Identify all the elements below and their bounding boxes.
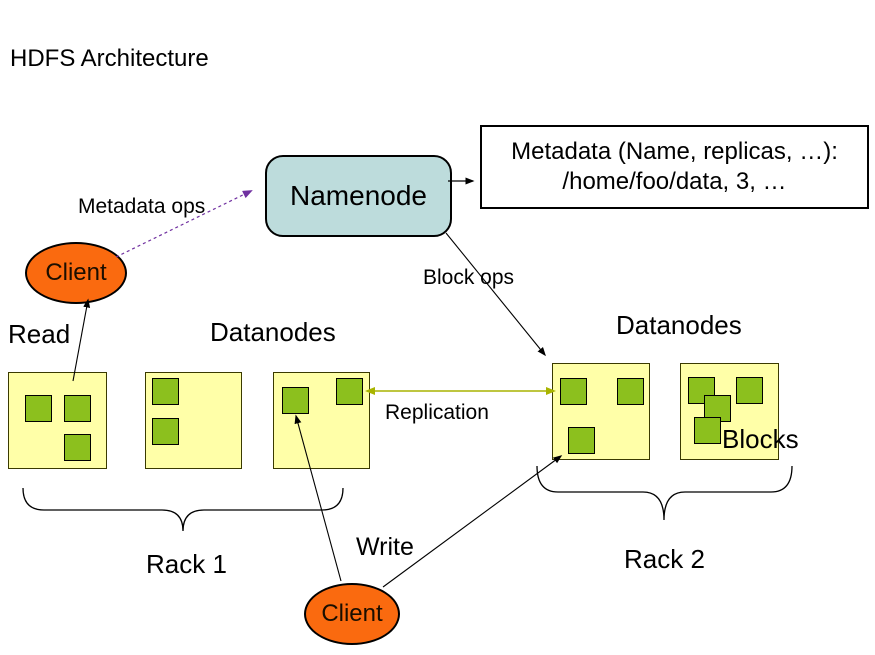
page-title: HDFS Architecture (10, 45, 209, 72)
client-bottom-label: Client (321, 600, 383, 627)
write-arrow-2 (382, 455, 563, 588)
datanode-box-1 (8, 372, 107, 469)
rack2-brace (536, 465, 793, 521)
block-square (560, 378, 587, 405)
block-square (336, 378, 363, 405)
rack1-brace (22, 487, 344, 532)
blocks-label: Blocks (722, 424, 799, 454)
block-ops-label: Block ops (423, 266, 515, 289)
block-square (694, 417, 721, 444)
block-square (617, 378, 644, 405)
namenode-node: Namenode (265, 155, 452, 237)
replication-label: Replication (385, 401, 489, 424)
datanodes-right-label: Datanodes (616, 310, 742, 340)
namenode-label: Namenode (290, 180, 427, 211)
metadata-box: Metadata (Name, replicas, …): /home/foo/… (480, 125, 869, 209)
client-top-label: Client (45, 259, 107, 286)
read-label: Read (8, 319, 71, 349)
block-square (152, 418, 179, 445)
block-square (25, 395, 52, 422)
block-square (568, 427, 595, 454)
block-square (736, 377, 763, 404)
write-label: Write (356, 533, 414, 561)
metadata-ops-label: Metadata ops (78, 195, 206, 218)
client-top-node: Client (25, 242, 127, 304)
read-arrow (72, 298, 91, 382)
datanodes-left-label: Datanodes (210, 317, 336, 347)
block-square (64, 434, 91, 461)
block-ops-arrow (445, 232, 546, 357)
rack1-label: Rack 1 (146, 549, 227, 579)
metadata-line1: Metadata (Name, replicas, …): (511, 138, 838, 165)
client-bottom-node: Client (304, 583, 400, 645)
block-square (282, 387, 309, 414)
rack2-label: Rack 2 (624, 544, 705, 574)
block-square (152, 378, 179, 405)
metadata-line2: /home/foo/data, 3, … (562, 168, 787, 195)
block-square (64, 395, 91, 422)
